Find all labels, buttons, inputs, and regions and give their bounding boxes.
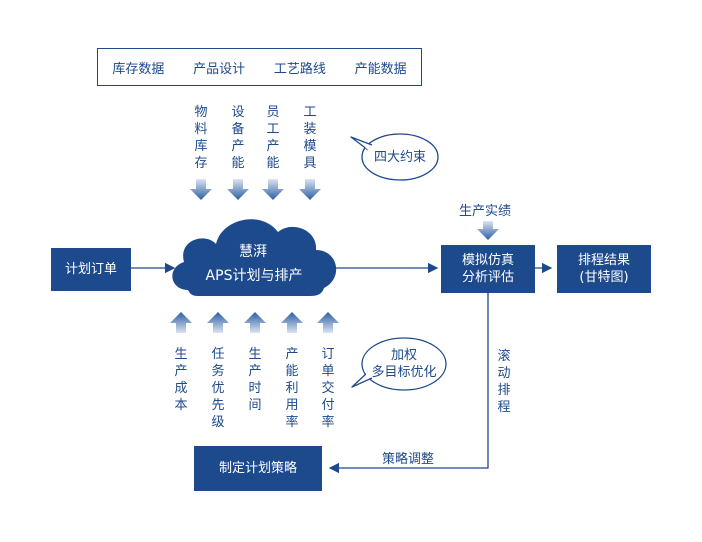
- cloud-title: APS计划与排产: [205, 268, 303, 284]
- cloud-brand: 慧湃: [239, 244, 267, 260]
- bubble-constraints: [350, 133, 439, 181]
- down-arrow: [477, 221, 499, 240]
- constraint-equipment-capacity: 设备产能: [231, 105, 245, 171]
- objective-production-time: 生产时间: [248, 347, 262, 413]
- data-sources-bar: 库存数据 产品设计 工艺路线 产能数据: [97, 48, 422, 86]
- production-actual-label: 生产实绩: [459, 204, 512, 219]
- aps-cloud: [172, 219, 337, 296]
- data-source-inventory: 库存数据: [112, 61, 165, 77]
- data-source-routing: 工艺路线: [273, 61, 326, 77]
- simulation-box: 模拟仿真 分析评估: [441, 245, 535, 293]
- simulation-label-line2: 分析评估: [461, 270, 514, 285]
- objectives-bubble-line2: 多目标优化: [371, 365, 437, 380]
- up-arrow: [207, 312, 229, 333]
- simulation-label-line1: 模拟仿真: [461, 253, 514, 268]
- objective-arrows: [170, 312, 339, 333]
- plan-strategy-box: 制定计划策略: [194, 446, 322, 491]
- constraint-tooling: 工装模具: [303, 105, 317, 171]
- rolling-schedule-label: 滚动排程: [497, 349, 511, 415]
- up-arrow: [317, 312, 339, 333]
- result-label-line2: (甘特图): [579, 270, 629, 285]
- schedule-result-box: 排程结果 (甘特图): [557, 245, 651, 293]
- bubble-objectives: [351, 337, 447, 391]
- constraint-staff-capacity: 员工产能: [266, 105, 280, 171]
- data-source-capacity: 产能数据: [354, 61, 407, 77]
- result-label-line1: 排程结果: [577, 253, 630, 268]
- plan-strategy-label: 制定计划策略: [218, 461, 297, 476]
- down-arrow: [227, 179, 249, 200]
- objective-task-priority: 任务优先级: [211, 347, 225, 430]
- down-arrow: [299, 179, 321, 200]
- objective-production-cost: 生产成本: [174, 347, 188, 413]
- down-arrow: [262, 179, 284, 200]
- constraint-arrows: [190, 179, 499, 240]
- up-arrow: [170, 312, 192, 333]
- strategy-adjust-label: 策略调整: [382, 452, 435, 467]
- up-arrow: [281, 312, 303, 333]
- rolling-feedback-line: [328, 293, 489, 474]
- objectives-bubble-line1: 加权: [390, 348, 417, 363]
- up-arrow: [244, 312, 266, 333]
- objective-capacity-utilization: 产能利用率: [285, 347, 299, 430]
- down-arrow: [190, 179, 212, 200]
- plan-order-box: 计划订单: [51, 248, 131, 291]
- objective-delivery-rate: 订单交付率: [321, 347, 335, 430]
- constraints-bubble-label: 四大约束: [373, 150, 426, 165]
- constraint-material-inventory: 物料库存: [194, 105, 208, 171]
- data-source-product-design: 产品设计: [193, 61, 246, 77]
- plan-order-label: 计划订单: [64, 262, 117, 277]
